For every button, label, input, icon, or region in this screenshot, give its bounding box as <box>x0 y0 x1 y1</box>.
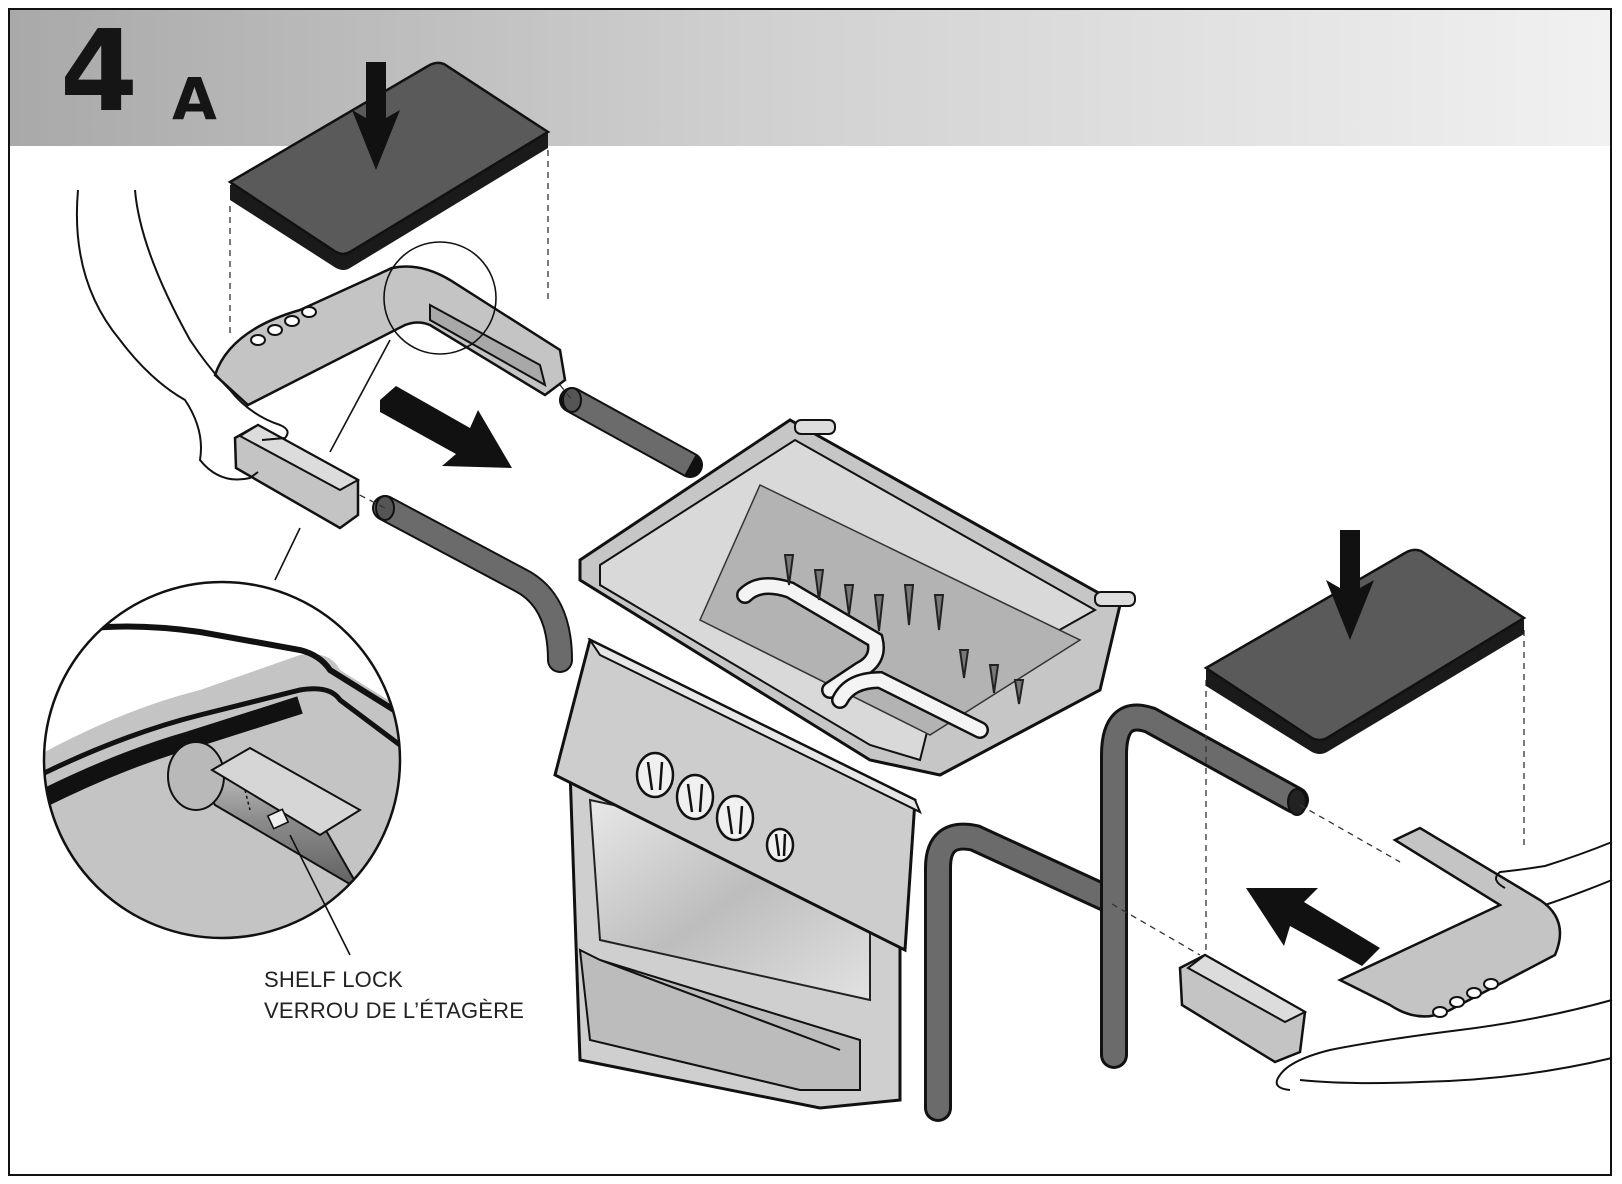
callout-label-fr: VERROU DE L’ÉTAGÈRE <box>264 998 525 1023</box>
right-shelf-top <box>1203 548 1527 742</box>
right-shelf-assembly <box>1111 548 1613 1091</box>
shelf-lock-callout: SHELF LOCK VERROU DE L’ÉTAGÈRE <box>264 964 524 1026</box>
right-arrow-icon <box>380 386 512 468</box>
right-shelf-frame <box>1337 826 1562 1018</box>
tube-end-rear-right <box>1287 788 1307 816</box>
left-shelf-frame <box>213 265 567 407</box>
shelf-lock-detail <box>42 580 402 956</box>
right-hand-upper <box>1495 841 1613 889</box>
control-knobs <box>635 751 795 863</box>
left-shelf-top <box>227 61 551 256</box>
shelf-lock-tab <box>266 808 290 830</box>
step-number: 4 <box>60 8 138 137</box>
down-arrow-icon <box>352 62 400 170</box>
left-arrow-icon <box>1246 888 1380 966</box>
grill-cart <box>372 387 1309 1122</box>
step-header-band <box>10 10 1610 146</box>
detail-indicator-circle <box>383 241 497 355</box>
magnifier-circle <box>42 580 402 940</box>
tube-end-front-left <box>375 495 395 521</box>
left-hand <box>75 189 259 481</box>
tube-end-rear-left <box>562 387 582 413</box>
callout-label-en: SHELF LOCK <box>264 967 403 992</box>
right-hand-lower <box>1275 999 1613 1091</box>
callout-leader-line <box>289 834 351 956</box>
step-letter: A <box>172 65 217 133</box>
down-arrow-icon <box>1326 530 1374 640</box>
left-shelf-assembly <box>75 61 573 581</box>
